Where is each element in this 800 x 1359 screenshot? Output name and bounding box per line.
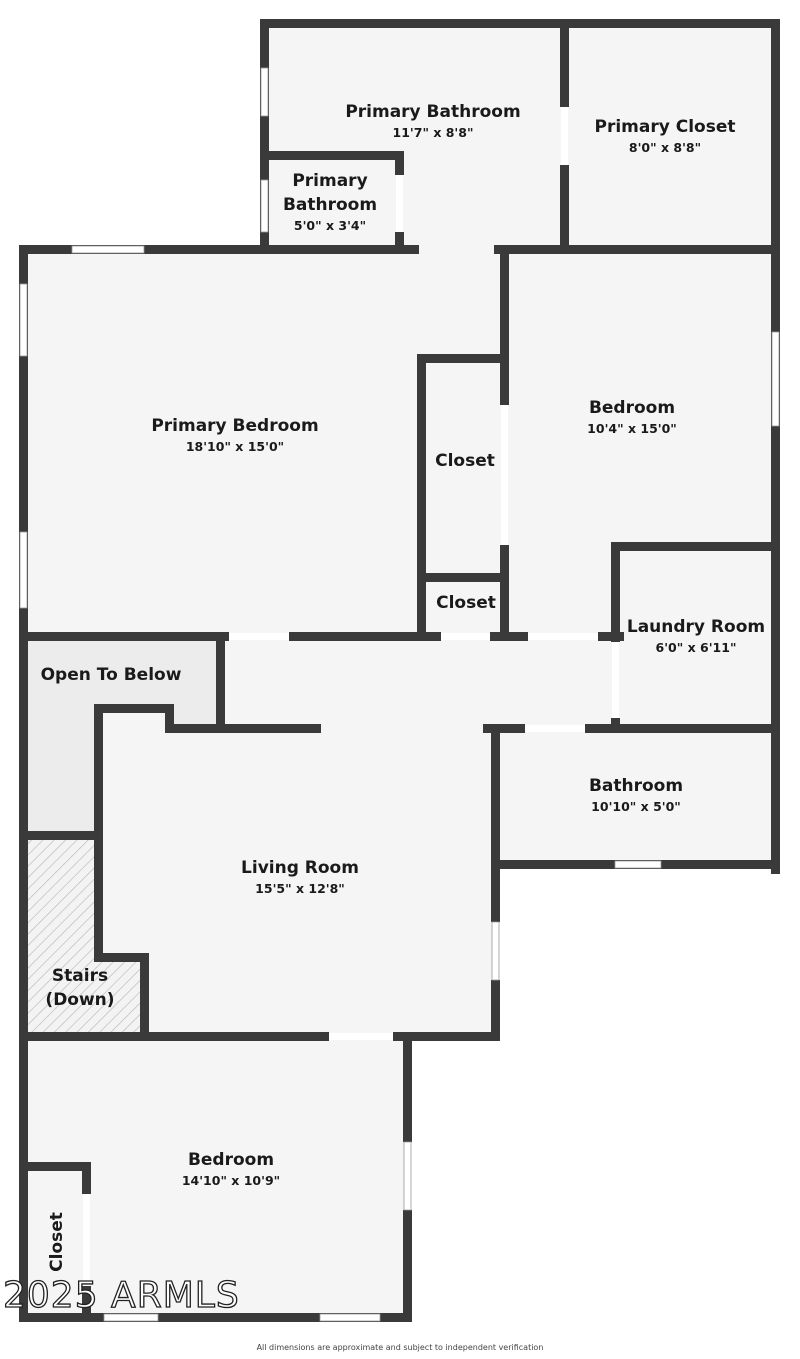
- floor-open-to-below: [24, 636, 220, 836]
- door-opening: [441, 633, 490, 640]
- floor-primary-bathroom: [264, 24, 564, 250]
- room-label-primary-bathroom: Primary Bathroom: [345, 102, 520, 122]
- room-label-closet-upper: Closet: [435, 451, 495, 471]
- room-labels: Primary Bathroom 11'7" x 8'8" Primary Cl…: [41, 102, 766, 1272]
- room-dim-primary-bathroom-small: 5'0" x 3'4": [294, 218, 366, 233]
- room-label-bathroom: Bathroom: [589, 776, 683, 796]
- window: [614, 860, 662, 869]
- room-dim-primary-closet: 8'0" x 8'8": [629, 140, 701, 155]
- floor-primary-closet: [564, 24, 776, 250]
- room-label-primary-closet: Primary Closet: [595, 117, 736, 137]
- floor-bathroom: [496, 728, 776, 864]
- room-label-bedroom-east: Bedroom: [589, 398, 675, 418]
- room-label-stairs-1: Stairs: [52, 966, 108, 986]
- window: [491, 921, 500, 981]
- floor-laundry: [616, 546, 776, 728]
- room-label-laundry: Laundry Room: [627, 617, 765, 637]
- window: [319, 1313, 381, 1322]
- room-dim-bedroom-east: 10'4" x 15'0": [587, 421, 677, 436]
- door-opening: [329, 1033, 393, 1040]
- window: [771, 331, 780, 427]
- door-opening: [396, 175, 403, 232]
- room-label-closet-lower: Closet: [436, 593, 496, 613]
- window: [71, 245, 145, 254]
- disclaimer: All dimensions are approximate and subje…: [256, 1343, 544, 1352]
- door-opening: [612, 642, 619, 718]
- room-label-primary-bathroom-small-1: Primary: [292, 171, 367, 191]
- window: [403, 1141, 412, 1211]
- walls: [19, 19, 780, 1322]
- floor-hallway: [220, 636, 616, 728]
- door-opening: [229, 633, 289, 640]
- floor-living-room: [98, 708, 496, 1036]
- door-opening: [501, 405, 508, 545]
- door-opening: [528, 633, 598, 640]
- window: [19, 283, 28, 357]
- windows: [19, 67, 780, 1322]
- room-label-primary-bedroom: Primary Bedroom: [151, 416, 318, 436]
- room-label-primary-bathroom-small-2: Bathroom: [283, 195, 377, 215]
- room-dim-bedroom-south: 14'10" x 10'9": [182, 1173, 280, 1188]
- room-label-bedroom-south: Bedroom: [188, 1150, 274, 1170]
- door-opening: [561, 107, 568, 165]
- window: [19, 531, 28, 609]
- room-label-living-room: Living Room: [241, 858, 359, 878]
- room-dim-bathroom: 10'10" x 5'0": [591, 799, 681, 814]
- room-dim-laundry: 6'0" x 6'11": [656, 640, 737, 655]
- room-dim-primary-bedroom: 18'10" x 15'0": [186, 439, 284, 454]
- floors: [24, 24, 776, 1316]
- room-label-stairs-2: (Down): [45, 990, 114, 1010]
- door-opening: [525, 725, 585, 732]
- watermark: 2025 ARMLS: [2, 1274, 240, 1316]
- window: [260, 67, 269, 117]
- window: [260, 179, 269, 233]
- window: [103, 1313, 159, 1322]
- doors: [83, 107, 619, 1286]
- room-label-closet-south: Closet: [47, 1212, 67, 1272]
- room-label-open-to-below: Open To Below: [41, 665, 182, 685]
- room-dim-primary-bathroom: 11'7" x 8'8": [393, 125, 474, 140]
- stairs-hatch: [24, 836, 144, 1036]
- room-dim-living-room: 15'5" x 12'8": [255, 881, 345, 896]
- door-opening: [83, 1194, 90, 1286]
